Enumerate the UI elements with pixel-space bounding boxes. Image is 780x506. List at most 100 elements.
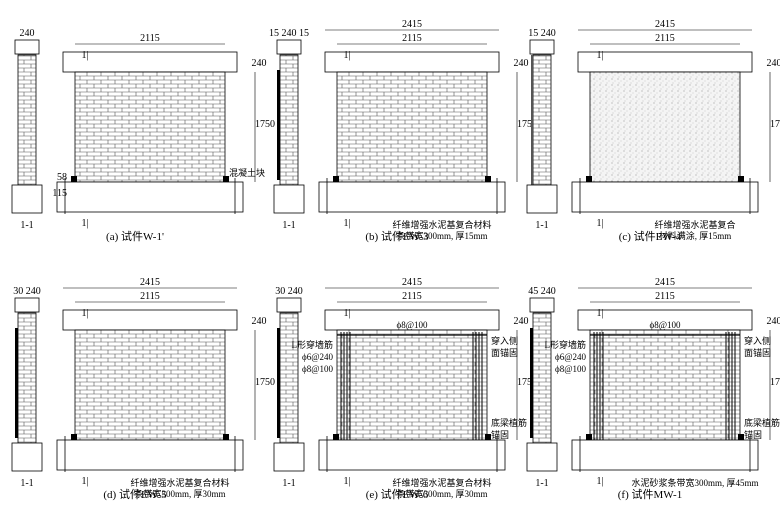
rebar-top-label: ϕ8@100	[396, 320, 428, 330]
section-base	[527, 443, 557, 471]
support-block-left	[586, 176, 592, 182]
dim-inner-label: 2115	[655, 291, 675, 302]
dim-height-label: 1750	[770, 377, 780, 388]
dim-beam-label: 240	[767, 316, 780, 327]
rebar-right-b-label: 面锚固	[491, 347, 518, 358]
note-line: 纤维增强水泥基复合材料	[130, 477, 229, 488]
section-base	[274, 185, 304, 213]
rebar-side-c-label: ϕ8@100	[302, 364, 334, 374]
cut-label-top: 1|	[596, 308, 603, 319]
top-beam	[578, 52, 752, 72]
rebar-bottom-b-label: 锚固	[491, 429, 509, 440]
note-line: 纤维增强水泥基复合材料	[392, 477, 491, 488]
wall-elevation	[337, 330, 487, 440]
section-wall	[18, 313, 36, 443]
dim-beam-label: 240	[514, 58, 529, 69]
cut-label-bottom: 1|	[343, 476, 350, 487]
dim-outer-label: 2415	[140, 277, 160, 288]
section-label: 1-1	[535, 220, 548, 231]
cut-label-top: 1|	[343, 50, 350, 61]
dim-height-label: 1750	[770, 119, 780, 130]
rebar-right-a-label: 穿入侧	[744, 335, 771, 346]
section-strip	[277, 328, 280, 438]
dim-inner-label: 2115	[402, 291, 422, 302]
dim-beam-label: 240	[514, 316, 529, 327]
rebar-right-b-label: 面锚固	[744, 347, 771, 358]
section-base	[527, 185, 557, 213]
support-block-right	[485, 176, 491, 182]
panel-caption: (a) 试件W-1'	[106, 230, 164, 243]
panel-c: 15 2401-12115241517502401|1|纤维增强水泥基复合材料满…	[527, 19, 780, 243]
support-block-left	[586, 434, 592, 440]
section-strip	[277, 70, 280, 180]
dim-inner-label: 2115	[402, 33, 422, 44]
cut-label-top: 1|	[81, 308, 88, 319]
section-label: 1-1	[20, 478, 33, 489]
base-beam	[57, 182, 243, 212]
panel-f: 45 2401-1ϕ8@100L形穿墙筋ϕ6@240ϕ8@100穿入侧面锚固底梁…	[527, 277, 780, 501]
support-block-right	[223, 434, 229, 440]
section-wall	[18, 55, 36, 185]
section-thickness-label: 15 240	[528, 28, 556, 39]
wall-elevation	[75, 72, 225, 182]
dim-outer-label: 2415	[402, 19, 422, 30]
section-cap	[15, 298, 39, 312]
rebar-right-a-label: 穿入侧	[491, 335, 518, 346]
section-base	[12, 185, 42, 213]
section-coat	[531, 55, 533, 185]
dim-height-label: 1750	[255, 119, 275, 130]
section-thickness-label: 240	[20, 28, 35, 39]
cut-label-bottom: 1|	[596, 218, 603, 229]
rebar-bottom-b-label: 锚固	[744, 429, 762, 440]
dim-115-label: 115	[52, 188, 67, 199]
cut-label-top: 1|	[596, 50, 603, 61]
dim-outer-label: 2415	[655, 277, 675, 288]
section-thickness-label: 30 240	[275, 286, 303, 297]
base-beam	[319, 182, 505, 212]
section-strip	[530, 328, 533, 438]
panel-caption: (b) 试件EW-3	[365, 230, 429, 243]
panel-caption: (d) 试件EW-5	[103, 488, 167, 501]
wall-elevation	[590, 330, 740, 440]
rebar-side-b-label: ϕ6@240	[555, 352, 587, 362]
section-cap	[15, 40, 39, 54]
note-line: 纤维增强水泥基复合材料	[392, 219, 491, 230]
top-beam	[63, 52, 237, 72]
dim-outer-label: 2415	[655, 19, 675, 30]
section-base	[274, 443, 304, 471]
support-block-left	[71, 176, 77, 182]
section-label: 1-1	[282, 478, 295, 489]
section-wall	[533, 55, 551, 185]
dim-height-label: 1750	[255, 377, 275, 388]
cut-label-top: 1|	[343, 308, 350, 319]
dim-inner-label: 2115	[655, 33, 675, 44]
top-beam	[325, 52, 499, 72]
section-label: 1-1	[282, 220, 295, 231]
section-cap	[277, 40, 301, 54]
panel-b: 15 240 151-12115241517502401|1|纤维增强水泥基复合…	[269, 19, 537, 243]
dim-beam-label: 240	[252, 316, 267, 327]
section-thickness-label: 15 240 15	[269, 28, 309, 39]
cut-label-bottom: 1|	[596, 476, 603, 487]
section-wall	[280, 55, 298, 185]
concrete-block-label: 混凝土块	[229, 167, 265, 178]
dim-inner-label: 2115	[140, 291, 160, 302]
section-thickness-label: 30 240	[13, 286, 41, 297]
base-beam	[319, 440, 505, 470]
panel-caption: (e) 试件EW-6	[366, 488, 429, 501]
rebar-bottom-a-label: 底梁植筋	[744, 417, 780, 428]
note-line: 纤维增强水泥基复合	[654, 219, 735, 230]
support-block-left	[71, 434, 77, 440]
support-block-left	[333, 176, 339, 182]
cut-label-bottom: 1|	[81, 476, 88, 487]
section-label: 1-1	[535, 478, 548, 489]
cut-label-bottom: 1|	[81, 218, 88, 229]
section-wall	[280, 313, 298, 443]
rebar-side-b-label: ϕ6@240	[302, 352, 334, 362]
top-beam	[63, 310, 237, 330]
base-beam	[57, 440, 243, 470]
panel-caption: (f) 试件MW-1	[618, 488, 682, 501]
dim-58-label: 58	[57, 172, 67, 183]
